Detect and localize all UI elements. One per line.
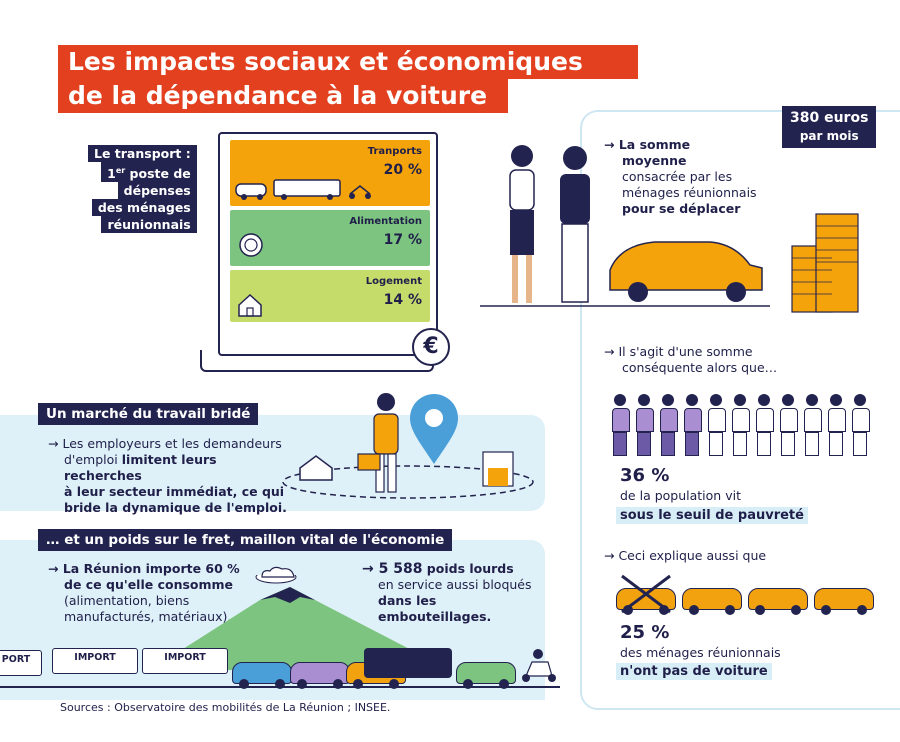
person-icon [612, 394, 630, 456]
budget-bar-housing: Logement 14 % [230, 270, 430, 322]
budget-bar-transport: Tranports 20 % [230, 140, 430, 206]
couple-car-illustration [480, 145, 770, 307]
person-icon [804, 394, 822, 456]
cars-percent: 25 % [620, 622, 670, 643]
person-icon [732, 394, 750, 456]
cross-icon [621, 574, 671, 614]
labour-heading: Un marché du travail bridé [38, 403, 259, 425]
transport-label: Le transport : 1er poste de dépenses des… [88, 145, 197, 234]
poverty-intro: → Il s'agit d'une somme conséquente alor… [604, 344, 778, 375]
receipt-fold [200, 350, 434, 372]
cloud-icon [261, 566, 295, 578]
coins-stack-icon [791, 213, 859, 313]
person-icon [780, 394, 798, 456]
person-icon [636, 394, 654, 456]
person-icon [828, 394, 846, 456]
car-icon [682, 588, 742, 615]
cars-intro: → Ceci explique aussi que [604, 548, 767, 563]
people-row [612, 388, 882, 458]
road-line [0, 686, 560, 688]
plate-icon [239, 233, 263, 257]
euro-coin-icon: € [412, 328, 450, 366]
truck-import: PORT [0, 650, 42, 676]
budget-receipt: Tranports 20 % Alimentation 17 % Logemen… [218, 132, 438, 356]
title-line-1: Les impacts sociaux et économiques [58, 45, 638, 79]
car-icon [290, 662, 350, 689]
car-icon [456, 662, 516, 689]
car-icon [748, 588, 808, 615]
cars-text-2: n'ont pas de voiture [616, 663, 772, 680]
job-search-illustration [282, 393, 534, 499]
freight-trucks-text: → 5 588 poids lourds en service aussi bl… [362, 561, 532, 624]
truck-import: IMPORT [142, 648, 228, 674]
truck-import: IMPORT [52, 648, 138, 674]
person-icon [708, 394, 726, 456]
poverty-text-2: sous le seuil de pauvreté [616, 507, 808, 524]
freight-import-text: → La Réunion importe 60 % de ce qu'elle … [48, 561, 240, 624]
sources: Sources : Observatoire des mobilités de … [60, 701, 391, 714]
person-icon [852, 394, 870, 456]
bus-icon [364, 648, 452, 678]
person-icon [684, 394, 702, 456]
poverty-percent: 36 % [620, 465, 670, 486]
car-icon [814, 588, 874, 615]
right-panel [580, 110, 900, 710]
cost-text: → La somme moyenne consacrée par les mén… [604, 137, 757, 216]
title-line-2: de la dépendance à la voiture [58, 79, 508, 113]
house-icon [238, 293, 262, 317]
person-icon [660, 394, 678, 456]
cars-text-1: des ménages réunionnais [620, 645, 781, 660]
freight-heading: … et un poids sur le fret, maillon vital… [38, 529, 453, 551]
scooter-icon [522, 649, 556, 682]
vehicles-icon [235, 179, 371, 200]
person-icon [756, 394, 774, 456]
labour-text: → Les employeurs et les demandeurs d'emp… [48, 436, 287, 515]
poverty-text-1: de la population vit [620, 488, 741, 503]
budget-bar-food: Alimentation 17 % [230, 210, 430, 266]
car-icon [232, 662, 292, 689]
